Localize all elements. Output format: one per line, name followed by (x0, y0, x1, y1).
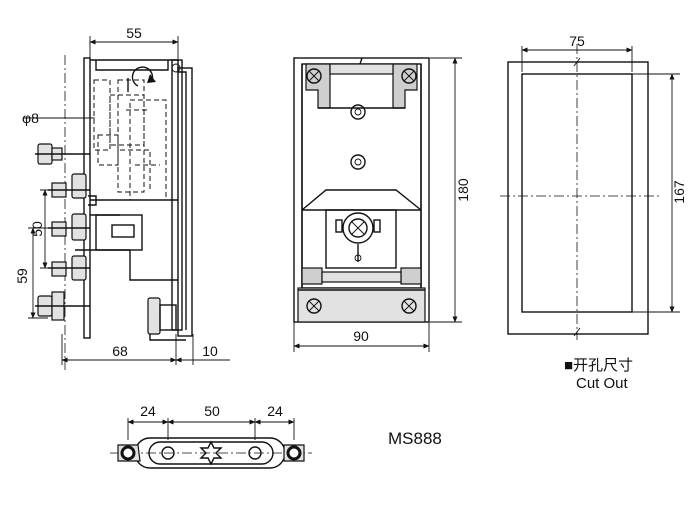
screw-bottom-right (401, 298, 417, 314)
terminal-bolt-4 (48, 255, 90, 281)
dim-55: 55 (126, 25, 142, 41)
nut-right (283, 444, 305, 462)
nut-left (117, 444, 141, 462)
star-hub (199, 440, 223, 466)
model-name: MS888 (388, 429, 442, 448)
dim-24-right: 24 (267, 403, 283, 419)
bottom-view: 24 50 24 (110, 403, 312, 469)
dim-phi8: φ8 (22, 110, 39, 126)
screw-top-left (306, 68, 322, 84)
terminal-bolt-5 (35, 291, 90, 321)
rivet-2 (350, 154, 366, 170)
screw-top-right (401, 68, 417, 84)
side-view: 55 φ8 50 59 68 10 (14, 25, 230, 370)
dim-24-left: 24 (140, 403, 156, 419)
cutout-label-en: Cut Out (576, 375, 629, 392)
cutout-view: 75 167 ■开孔尺寸 Cut Out (500, 33, 687, 392)
dim-90: 90 (353, 328, 369, 344)
dim-59: 59 (14, 268, 30, 284)
dim-50-mid: 50 (204, 403, 220, 419)
dim-50: 50 (29, 221, 45, 237)
mounting-bracket (147, 297, 186, 341)
cutout-label-cn: ■开孔尺寸 (564, 357, 633, 374)
dim-68: 68 (112, 343, 128, 359)
rivet-1 (350, 104, 366, 120)
screw-bottom-left (306, 298, 322, 314)
dim-180: 180 (455, 178, 471, 202)
lock-cylinder (335, 212, 381, 262)
front-view: 180 90 (293, 57, 471, 352)
dim-167: 167 (671, 180, 687, 204)
dim-75: 75 (569, 33, 585, 49)
terminal-bolt-1 (35, 143, 90, 165)
terminal-bolt-2 (48, 173, 90, 199)
dim-10: 10 (202, 343, 218, 359)
terminal-bolt-3 (48, 213, 90, 241)
